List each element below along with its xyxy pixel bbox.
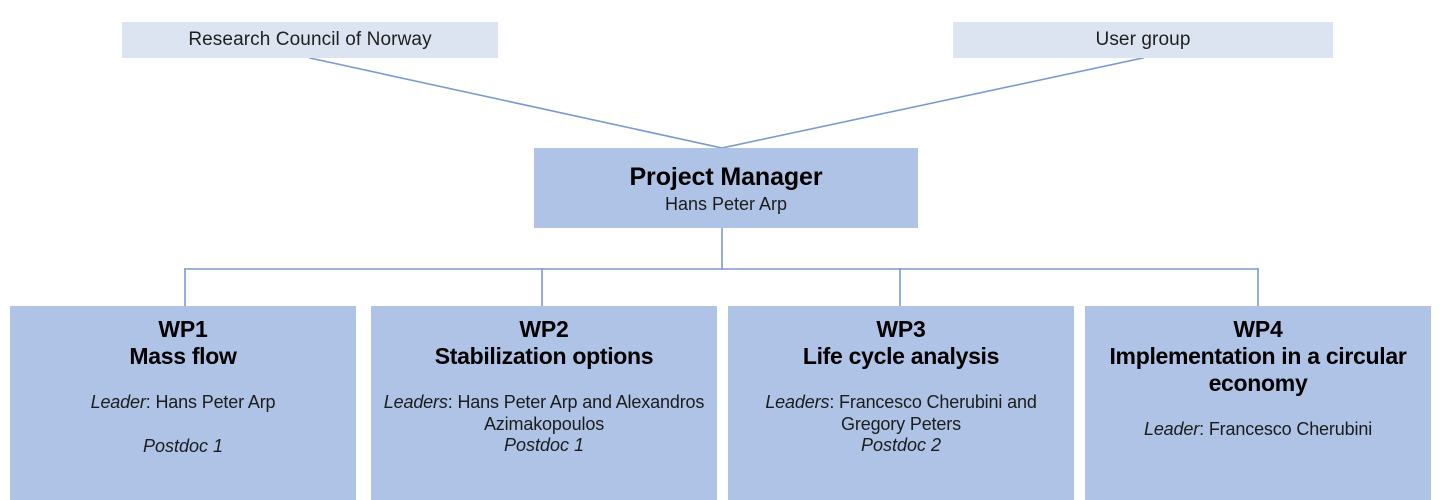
wp2-postdoc: Postdoc 1 [503, 435, 585, 456]
wp4-code: WP4 [1233, 316, 1283, 342]
wp4-leader-names: Francesco Cherubini [1208, 419, 1373, 440]
wp4-leader-separator: : [1199, 419, 1209, 440]
wp3-leader-names: Francesco Cherubini and Gregory Peters [839, 392, 1037, 434]
wp3-name: Life cycle analysis [802, 343, 1000, 370]
wp4-leader-label: Leader [1143, 419, 1200, 440]
wp3-leaders: Leaders: Francesco Cherubini and Gregory… [736, 392, 1066, 435]
wp2-leader-separator: : [447, 392, 458, 413]
external-box-user-group[interactable]: User group [953, 22, 1333, 58]
wp1-leaders: Leader: Hans Peter Arp [91, 392, 276, 414]
wp2-name: Stabilization options [434, 343, 654, 370]
wp2-leader-names: Hans Peter Arp and Alexandros Azimakopou… [457, 392, 705, 434]
wp1-leader-separator: : [145, 392, 156, 413]
external-label-research-council: Research Council of Norway [188, 28, 432, 50]
manager-title: Project Manager [629, 163, 823, 192]
wp2-code: WP2 [519, 316, 569, 342]
wp1-code: WP1 [158, 316, 208, 342]
wp4-name: Implementation in a circular economy [1109, 343, 1407, 397]
manager-box[interactable]: Project Manager Hans Peter Arp [534, 148, 918, 228]
wp4-leaders: Leader: Francesco Cherubini [1144, 419, 1372, 441]
work-package-box-wp2[interactable]: WP2 Stabilization options Leaders: Hans … [371, 306, 717, 500]
wp1-name: Mass flow [129, 343, 237, 370]
wp1-leader-names: Hans Peter Arp [155, 392, 276, 413]
external-box-research-council[interactable]: Research Council of Norway [122, 22, 498, 58]
manager-person-name: Hans Peter Arp [664, 194, 788, 215]
work-package-box-wp3[interactable]: WP3 Life cycle analysis Leaders: Frances… [728, 306, 1074, 500]
wp3-leader-label: Leaders [765, 392, 830, 413]
wp3-code: WP3 [876, 316, 926, 342]
work-package-box-wp4[interactable]: WP4 Implementation in a circular economy… [1085, 306, 1431, 500]
wp1-leader-label: Leader [90, 392, 146, 413]
wp3-postdoc: Postdoc 2 [860, 435, 942, 456]
wp3-leader-separator: : [829, 392, 840, 413]
wp2-leader-label: Leaders [383, 392, 448, 413]
wp1-postdoc: Postdoc 1 [142, 435, 224, 456]
external-label-user-group: User group [1095, 28, 1191, 50]
connector-research-council-to-manager [309, 57, 723, 149]
work-package-box-wp1[interactable]: WP1 Mass flow Leader: Hans Peter Arp Pos… [10, 306, 356, 500]
wp2-leaders: Leaders: Hans Peter Arp and Alexandros A… [379, 392, 709, 435]
connector-user-group-to-manager [721, 57, 1144, 149]
